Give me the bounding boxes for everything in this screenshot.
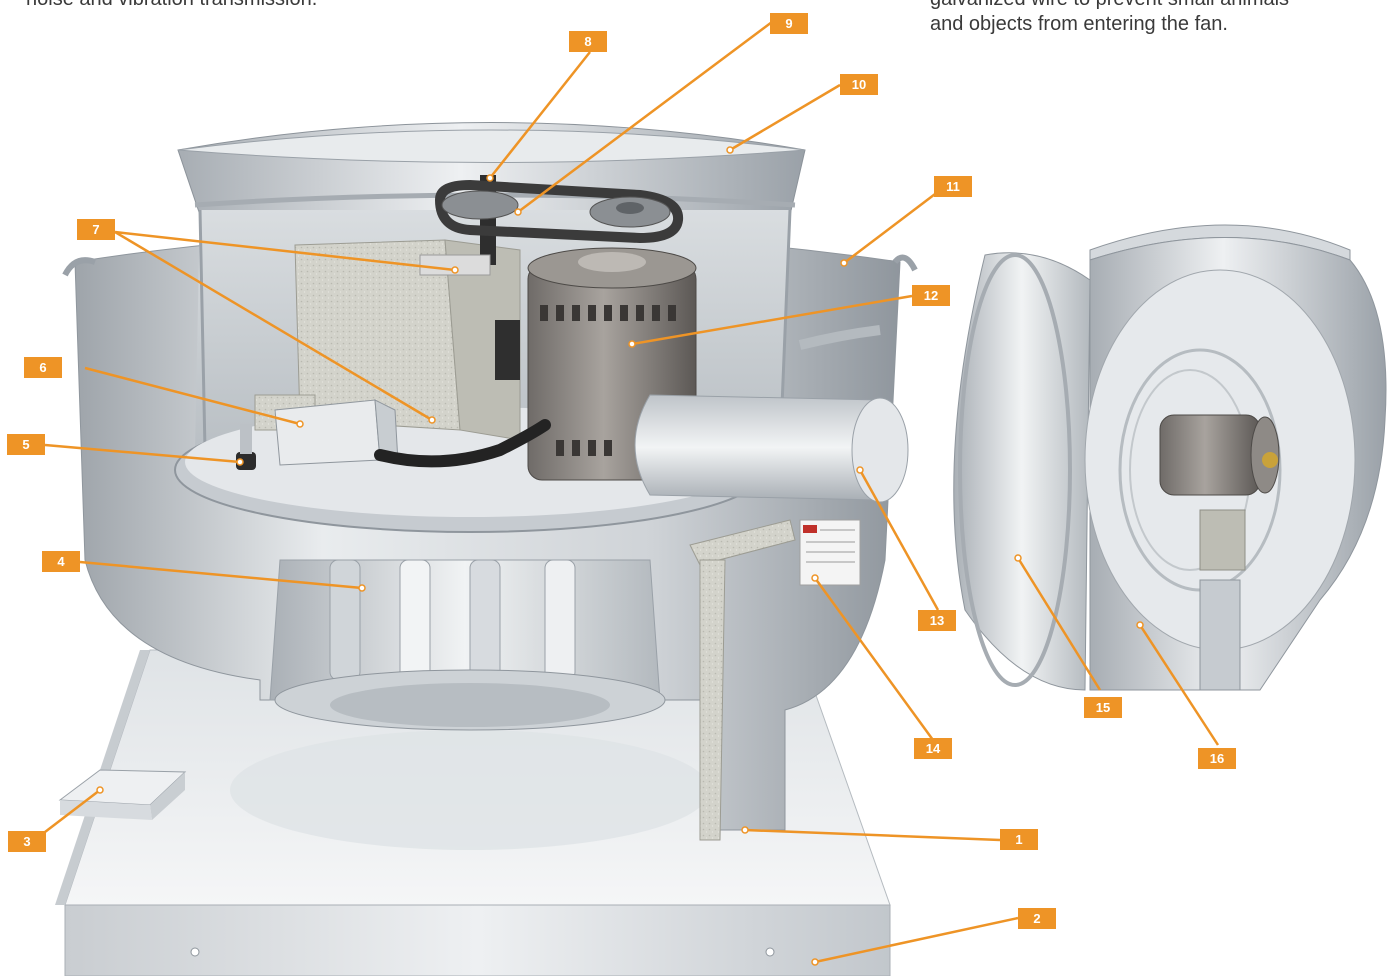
- callout-9: 9: [770, 13, 808, 34]
- inset-motor: [1159, 414, 1280, 496]
- leader-lines: [44, 20, 1220, 964]
- callout-4: 4: [42, 551, 80, 572]
- callout-6: 6: [24, 357, 62, 378]
- caption-right-line2: and objects from entering the fan.: [930, 13, 1228, 35]
- callout-12: 12: [912, 285, 950, 306]
- callout-3: 3: [8, 831, 46, 852]
- callout-2: 2: [1018, 908, 1056, 929]
- callout-14: 14: [914, 738, 952, 759]
- caption-left: noise and vibration transmission.: [26, 0, 586, 12]
- callout-15: 15: [1084, 697, 1122, 718]
- callout-5: 5: [7, 434, 45, 455]
- disconnect-switch: [274, 399, 551, 468]
- fan-wheel: [269, 559, 666, 731]
- callout-7: 7: [77, 219, 115, 240]
- nameplate: [799, 519, 861, 586]
- callout-13: 13: [918, 610, 956, 631]
- support-strut: [689, 519, 796, 841]
- caption-right: galvanized wire to prevent small animals…: [930, 0, 1390, 37]
- callout-11: 11: [934, 176, 972, 197]
- caption-right-line1: galvanized wire to prevent small animals: [930, 0, 1390, 12]
- motor-bracket: [254, 239, 521, 441]
- leader-dots: [96, 146, 1144, 966]
- callout-16: 16: [1198, 748, 1236, 769]
- callout-1: 1: [1000, 829, 1038, 850]
- breather-tube: [634, 394, 909, 503]
- wheel-and-motor-illustration: [953, 224, 1387, 691]
- curb-base: [55, 649, 891, 976]
- curb-drain-trough: [58, 769, 187, 820]
- callout-10: 10: [840, 74, 878, 95]
- callout-8: 8: [569, 31, 607, 52]
- belt-and-pulleys: [434, 179, 684, 244]
